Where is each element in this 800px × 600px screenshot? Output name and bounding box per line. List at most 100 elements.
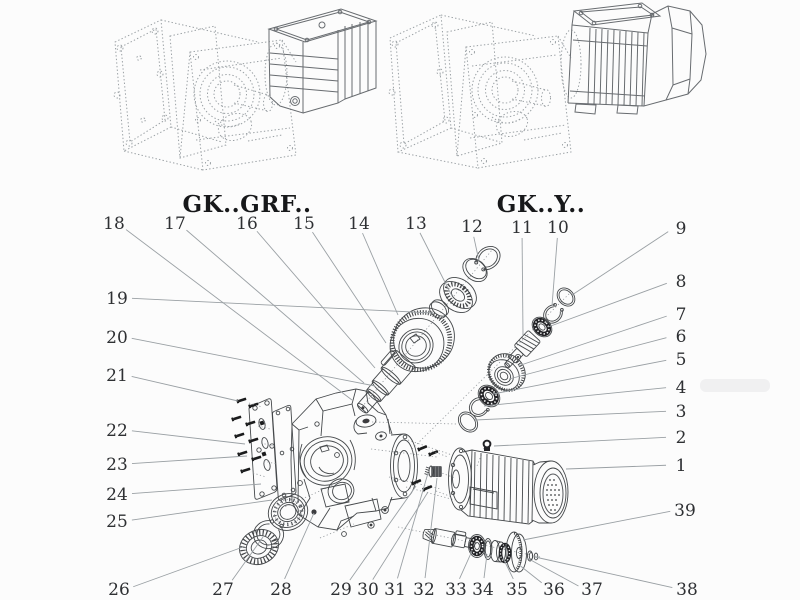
gasket-plate [272,404,297,501]
retainer-38 [533,552,539,561]
cover-plate [248,398,278,500]
motor-mount-flange [389,433,418,501]
part-number-13: 13 [405,214,427,234]
part-number-28: 28 [270,580,292,600]
leader-line-33 [459,550,473,580]
leader-line-7 [517,315,667,367]
part-number-31: 31 [384,580,406,600]
part-number-38: 38 [676,580,698,600]
part-number-14: 14 [348,214,370,234]
part-number-5: 5 [676,350,687,370]
leader-line-12 [473,236,480,262]
snap-ring-10 [543,302,564,324]
faint-watermark [700,379,770,392]
part-number-36: 36 [543,580,565,600]
leader-line-36 [517,563,542,584]
y-housing-body [397,14,572,169]
leader-line-22 [131,430,246,445]
part-number-39: 39 [674,501,696,521]
knurled-plug-32 [428,465,442,478]
y-motor-fins [587,27,645,107]
leader-line-39 [522,510,671,541]
callouts-layer: 1234567891011121314151617181920212223242… [103,214,698,600]
lifting-eye-2 [482,439,492,451]
ball-bearing-5 [477,384,501,408]
y-rear-flange [388,14,452,153]
leader-line-27 [231,536,264,581]
part-number-27: 27 [212,580,234,600]
variant-label-grf: GK..GRF.. [183,191,312,218]
leader-line-10 [551,237,558,307]
leader-line-20 [131,337,376,387]
leader-line-2 [493,436,667,447]
part-number-1: 1 [676,456,687,476]
helical-gear-14 [389,307,455,373]
leader-line-31 [397,472,429,579]
lock-washer-26 [239,528,279,566]
part-number-12: 12 [461,217,483,237]
part-number-26: 26 [108,580,130,600]
leader-line-37 [526,557,579,587]
leader-line-11 [521,237,524,336]
part-number-29: 29 [330,580,352,600]
leader-line-16 [256,230,376,369]
output-bearing-set [239,493,309,566]
motor-grille [542,473,564,515]
part-number-24: 24 [106,485,128,505]
oring-3 [457,411,479,433]
electric-motor [448,439,569,525]
leader-line-3 [474,410,667,421]
leader-line-9 [571,231,669,296]
part-number-22: 22 [106,421,128,441]
part-number-37: 37 [581,580,603,600]
grf-input-flange-unit [264,8,378,114]
part-number-3: 3 [676,402,687,422]
motor-flange [448,447,472,511]
part-number-8: 8 [676,272,687,292]
leader-line-34 [483,553,488,579]
y-motor [560,2,707,115]
part-number-21: 21 [106,366,128,386]
tapered-bearing-13 [439,276,477,314]
part-number-16: 16 [236,214,258,234]
axis-lines [281,249,571,558]
part-number-30: 30 [357,580,379,600]
part-number-20: 20 [106,328,128,348]
gear-7 [487,353,526,392]
input-pinion-assembly [457,287,576,433]
output-shaft-assembly [422,528,539,573]
part-number-23: 23 [106,455,128,475]
variant-label-y: GK..Y.. [497,191,586,218]
part-number-33: 33 [445,580,467,600]
part-number-11: 11 [511,218,533,238]
ball-bearing-8 [531,316,553,338]
leader-line-28 [284,512,315,580]
part-number-2: 2 [676,428,687,448]
part-number-9: 9 [676,219,687,239]
leader-line-17 [186,229,365,384]
leader-line-6 [508,337,667,380]
part-number-17: 17 [164,214,186,234]
snap-ring-27 [253,519,284,550]
part-number-10: 10 [547,218,569,238]
part-number-35: 35 [506,580,528,600]
leader-line-5 [492,359,667,395]
leader-line-15 [312,231,387,344]
grf-housing-body [123,19,297,171]
cover-screws [231,396,277,478]
leader-line-23 [131,455,248,465]
leader-line-4 [483,387,667,407]
part-number-15: 15 [293,214,315,234]
seal-ring-9 [556,287,576,307]
gearbox-grf-drawing [113,8,378,171]
leader-line-1 [565,464,667,470]
leader-line-26 [133,546,244,588]
motor-fan-cover [531,460,569,524]
part-number-19: 19 [106,289,128,309]
y-fan-cover [643,5,707,107]
leader-line-35 [502,557,514,580]
gearmotor-y-drawing [388,2,707,169]
leader-line-18 [125,229,353,401]
